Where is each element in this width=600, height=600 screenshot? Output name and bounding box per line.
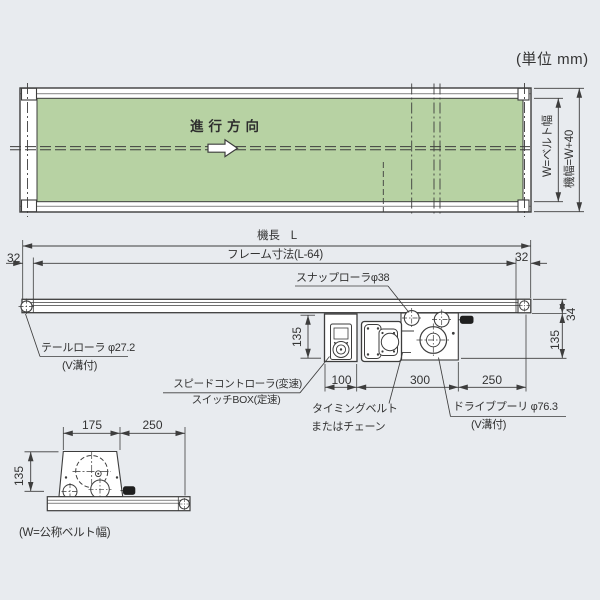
side-dimensions (300, 298, 567, 392)
direction-label: 進行方向 (190, 119, 264, 134)
detail-view (24, 427, 191, 512)
unit-note: (単位 mm) (516, 51, 589, 68)
plan-dimensions (6, 87, 584, 304)
dim-32-left: 32 (7, 250, 21, 265)
cable-plug-detail (123, 486, 136, 495)
drive-pulley-note: (V溝付) (471, 418, 507, 431)
dim-250-detail: 250 (142, 417, 163, 432)
side-view (18, 285, 566, 417)
nominal-width-note: (W=公称ベルト幅) (19, 527, 111, 539)
switch-box (323, 313, 358, 363)
frame-length-label: フレーム寸法(L-64) (227, 249, 323, 261)
dim-135-right: 135 (548, 329, 562, 350)
switch-box-label: スイッチBOX(定速) (191, 394, 281, 406)
timing-belt-label-1: タイミングベルト (312, 402, 398, 415)
machine-width-label: 機幅=W+40 (564, 130, 576, 188)
dim-34: 34 (564, 307, 578, 321)
motor-unit (360, 320, 403, 363)
dim-175: 175 (81, 417, 103, 432)
dim-250: 250 (481, 372, 503, 387)
dim-32-right: 32 (515, 249, 529, 264)
belt-width-label: W=ベルト幅 (542, 115, 554, 177)
dim-300: 300 (409, 372, 431, 387)
dim-135-detail: 135 (12, 465, 26, 486)
snap-roller-label: スナップローラφ38 (296, 272, 390, 284)
plan-view (10, 83, 532, 217)
tail-roller-note: (V溝付) (62, 360, 98, 372)
timing-belt-label-2: またはチェーン (311, 420, 386, 433)
drive-pulley-label: ドライブプーリ φ76.3 (453, 400, 558, 413)
cable-plug (460, 315, 474, 324)
tail-roller-label: テールローラ φ27.2 (41, 342, 135, 354)
dim-135-left: 135 (290, 326, 304, 347)
machine-length-label: 機長 L (257, 230, 297, 242)
speed-controller-label: スピードコントローラ(変速) (173, 378, 302, 390)
direction-arrow (207, 138, 239, 158)
dim-100: 100 (331, 372, 352, 387)
